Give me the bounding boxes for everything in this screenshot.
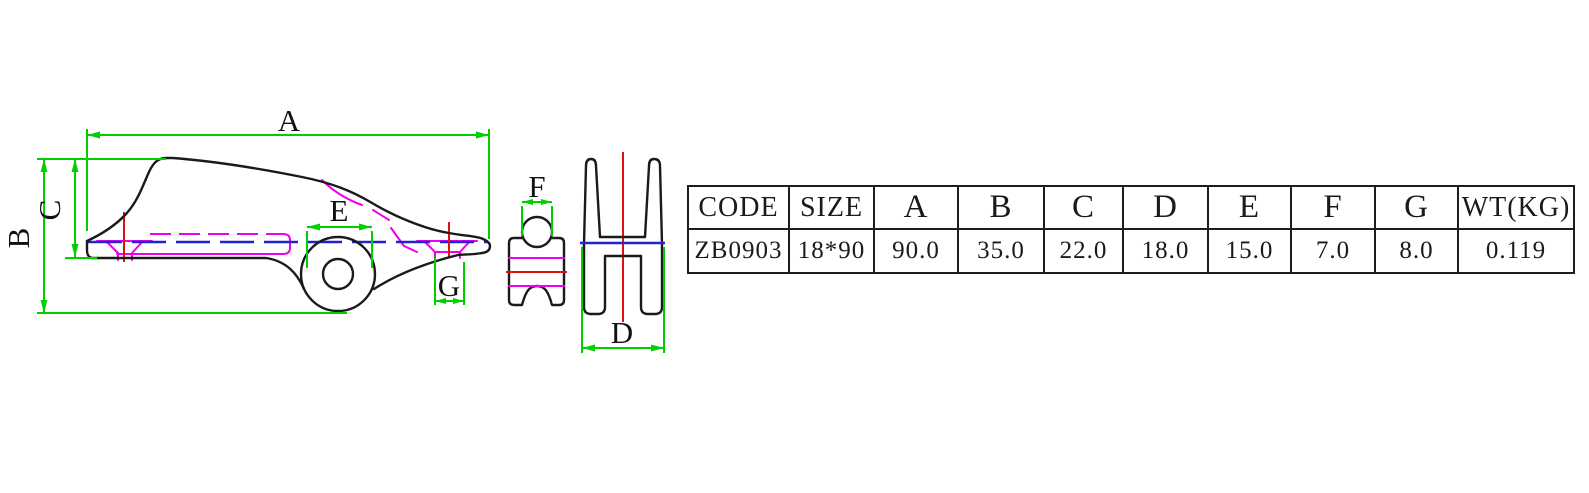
side-view: A B C	[1, 103, 492, 314]
dimension-e: E	[306, 193, 373, 268]
dim-a-label: A	[278, 103, 301, 138]
header-e: E	[1207, 185, 1292, 230]
cell-g: 8.0	[1374, 228, 1459, 274]
dimension-a: A	[86, 103, 490, 239]
dimension-d: D	[581, 247, 665, 353]
dim-a-arrow-right	[476, 131, 489, 139]
section-roller-circle	[520, 215, 554, 249]
side-view-profile	[85, 156, 492, 291]
dimension-f: F	[521, 169, 553, 236]
dim-f-arrow-left	[522, 199, 533, 205]
dim-e-label: E	[330, 193, 349, 228]
cell-c: 22.0	[1043, 228, 1124, 274]
boss-outer-circle	[299, 235, 377, 313]
hidden-lines	[96, 179, 478, 261]
cell-d: 18.0	[1122, 228, 1209, 274]
end-view: D	[580, 152, 665, 353]
header-c: C	[1043, 185, 1124, 230]
cell-b: 35.0	[957, 228, 1045, 274]
header-g: G	[1374, 185, 1459, 230]
header-b: B	[957, 185, 1045, 230]
dim-c-arrow-bottom	[71, 244, 79, 257]
dim-c-label: C	[32, 200, 67, 221]
section-hidden-lines	[508, 257, 565, 287]
dim-g-arrow-left	[435, 298, 446, 304]
spec-table-header-row: CODE SIZE A B C D E F G WT(KG)	[687, 185, 1575, 230]
dim-b-arrow-bottom	[40, 300, 48, 313]
dimension-c: C	[32, 159, 97, 259]
cell-a: 90.0	[873, 228, 959, 274]
dim-d-arrow-right	[651, 344, 664, 352]
dim-a-extension-lines	[86, 129, 490, 239]
dim-e-arrow-left	[307, 223, 320, 231]
dim-e-extension-lines	[306, 231, 373, 268]
spec-table-data-row: ZB0903 18*90 90.0 35.0 22.0 18.0 15.0 7.…	[687, 228, 1575, 274]
cell-e: 15.0	[1207, 228, 1292, 274]
cell-weight: 0.119	[1457, 228, 1575, 274]
dim-d-extension-lines	[581, 247, 665, 353]
dim-d-label: D	[611, 315, 633, 350]
dim-b-label: B	[1, 228, 36, 249]
dim-d-arrow-left	[582, 344, 595, 352]
cell-size: 18*90	[788, 228, 875, 274]
dimension-g: G	[434, 258, 465, 305]
header-size: SIZE	[788, 185, 875, 230]
dim-f-extension-lines	[521, 206, 553, 236]
hidden-rib-curve	[321, 179, 418, 253]
dim-g-arrow-right	[453, 298, 464, 304]
cell-f: 7.0	[1290, 228, 1376, 274]
cell-code: ZB0903	[687, 228, 790, 274]
dim-e-arrow-right	[359, 223, 372, 231]
header-code: CODE	[687, 185, 790, 230]
dim-b-extension-lines	[37, 158, 347, 314]
section-view: F	[506, 169, 567, 307]
side-view-bottom-edge	[90, 256, 306, 291]
dim-f-label: F	[528, 169, 545, 204]
header-f: F	[1290, 185, 1376, 230]
hidden-pocket-outline	[116, 233, 291, 255]
header-d: D	[1122, 185, 1209, 230]
dim-f-arrow-right	[541, 199, 552, 205]
dim-a-arrow-left	[87, 131, 100, 139]
header-weight: WT(KG)	[1457, 185, 1575, 230]
dimension-b: B	[1, 158, 347, 314]
dim-g-label: G	[438, 268, 460, 303]
dim-g-extension-lines	[434, 258, 465, 305]
dim-c-arrow-top	[71, 159, 79, 172]
spec-table: CODE SIZE A B C D E F G WT(KG) ZB0903 18…	[687, 185, 1575, 274]
end-view-profile	[582, 157, 664, 316]
boss-hole-circle	[321, 257, 355, 291]
header-a: A	[873, 185, 959, 230]
dim-b-arrow-top	[40, 159, 48, 172]
